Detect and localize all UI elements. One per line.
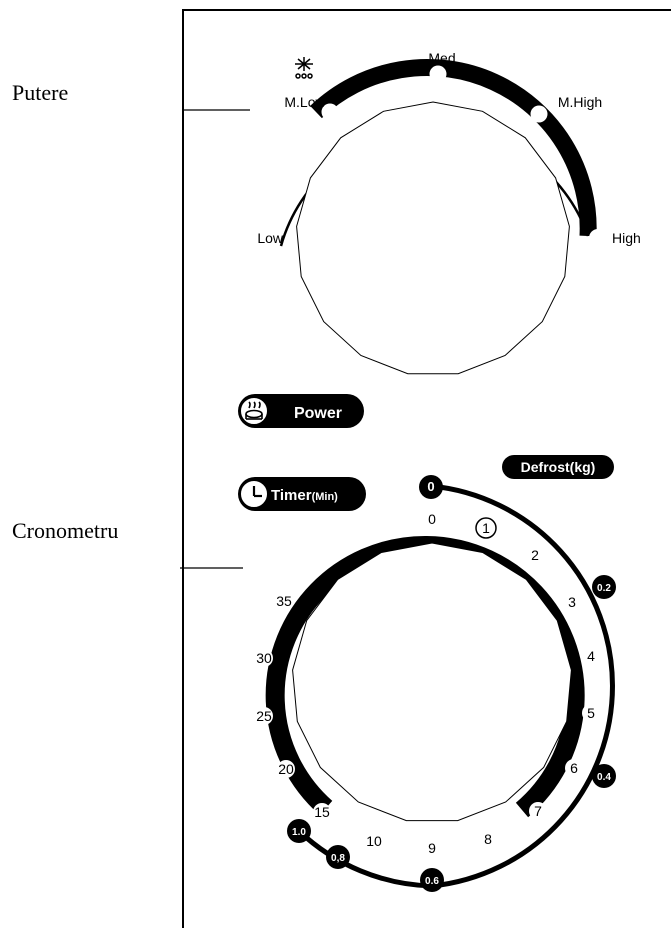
minute-tick-15: 15	[313, 803, 331, 821]
timer-button[interactable]: Timer(Min)	[238, 477, 366, 511]
power-notch-med	[429, 65, 447, 83]
minute-tick-30: 30	[255, 649, 273, 667]
minute-tick-20: 20	[277, 760, 295, 778]
svg-text:9: 9	[428, 840, 436, 856]
minute-tick-1: 1	[475, 517, 497, 539]
power-level-high: High	[612, 230, 641, 246]
power-level-mlow: M.Low	[284, 94, 326, 110]
svg-text:10: 10	[366, 833, 382, 849]
svg-text:6: 6	[570, 760, 578, 776]
defrost-tick-0: 0	[419, 475, 443, 499]
svg-text:7: 7	[534, 803, 542, 819]
power-level-med: Med	[428, 50, 455, 66]
power-scale-arc-thick	[310, 58, 597, 237]
defrost-tick-0-2: 0.2	[592, 575, 616, 599]
minute-tick-8: 8	[479, 830, 497, 848]
minute-tick-9: 9	[423, 839, 441, 857]
power-knob-dial[interactable]	[296, 101, 570, 375]
defrost-tick-1-0: 1.0	[287, 819, 311, 843]
defrost-tick-0-8: 0,8	[326, 845, 350, 869]
defrost-outer-arc	[430, 483, 615, 889]
svg-text:0: 0	[428, 511, 436, 527]
defrost-outer-arc-lower	[297, 829, 433, 889]
power-notch-high	[589, 229, 607, 247]
svg-text:35: 35	[276, 593, 292, 609]
power-button-label: Power	[294, 405, 342, 422]
power-level-low: Low	[257, 230, 284, 246]
svg-text:0: 0	[427, 479, 434, 494]
svg-text:5: 5	[587, 705, 595, 721]
svg-text:0,8: 0,8	[331, 853, 345, 864]
timer-button-unit: (Min)	[312, 491, 339, 503]
timer-annotation-label: Cronometru	[12, 518, 119, 543]
power-annotation-label: Putere	[12, 80, 69, 105]
minute-tick-6: 6	[565, 759, 583, 777]
minute-tick-5: 5	[582, 704, 600, 722]
pot-icon	[245, 401, 263, 420]
svg-text:20: 20	[278, 761, 294, 777]
minute-tick-10: 10	[365, 832, 383, 850]
power-knob[interactable]: Low M.Low Med M.High High	[257, 50, 641, 375]
timer-defrost-ticks: 0 0.2 0.4 0.6 0,8 1.0	[287, 475, 616, 892]
defrost-button-label: Defrost(kg)	[521, 459, 596, 475]
svg-text:30: 30	[256, 650, 272, 666]
svg-text:0.2: 0.2	[597, 583, 611, 594]
svg-text:1: 1	[482, 520, 490, 536]
minute-tick-35: 35	[275, 592, 293, 610]
svg-text:4: 4	[587, 648, 595, 664]
svg-text:2: 2	[531, 547, 539, 563]
svg-text:15: 15	[314, 804, 330, 820]
minute-tick-3: 3	[563, 593, 581, 611]
timer-minute-ticks: 0 1 2 3 4 5 6 7 8 9 10 15 20 25 30 35	[255, 510, 600, 857]
svg-text:0.6: 0.6	[425, 876, 439, 887]
minute-tick-25: 25	[255, 707, 273, 725]
svg-text:25: 25	[256, 708, 272, 724]
defrost-button[interactable]: Defrost(kg)	[502, 455, 614, 479]
timer-knob-dial[interactable]	[292, 542, 572, 822]
power-notch-mhigh	[530, 105, 548, 123]
power-button[interactable]: Power	[238, 394, 364, 428]
power-notch-mlow	[321, 103, 339, 121]
snowflake-defrost-icon	[295, 57, 313, 79]
timer-button-label: Timer(Min)	[271, 487, 338, 504]
minute-tick-4: 4	[582, 647, 600, 665]
timer-button-main: Timer	[271, 487, 312, 504]
defrost-tick-0-4: 0.4	[592, 764, 616, 788]
minute-tick-0: 0	[423, 510, 441, 528]
timer-knob[interactable]: 0 1 2 3 4 5 6 7 8 9 10 15 20 25 30 35 0 0.2 0.4 0.6 0,8 1.0	[255, 475, 616, 892]
defrost-tick-0-6: 0.6	[420, 868, 444, 892]
svg-text:1.0: 1.0	[292, 827, 306, 838]
svg-text:0.4: 0.4	[597, 772, 611, 783]
svg-text:8: 8	[484, 831, 492, 847]
power-level-mhigh: M.High	[558, 94, 602, 110]
minute-tick-2: 2	[526, 546, 544, 564]
minute-tick-7: 7	[529, 802, 547, 820]
clock-icon	[252, 486, 262, 498]
svg-text:3: 3	[568, 594, 576, 610]
